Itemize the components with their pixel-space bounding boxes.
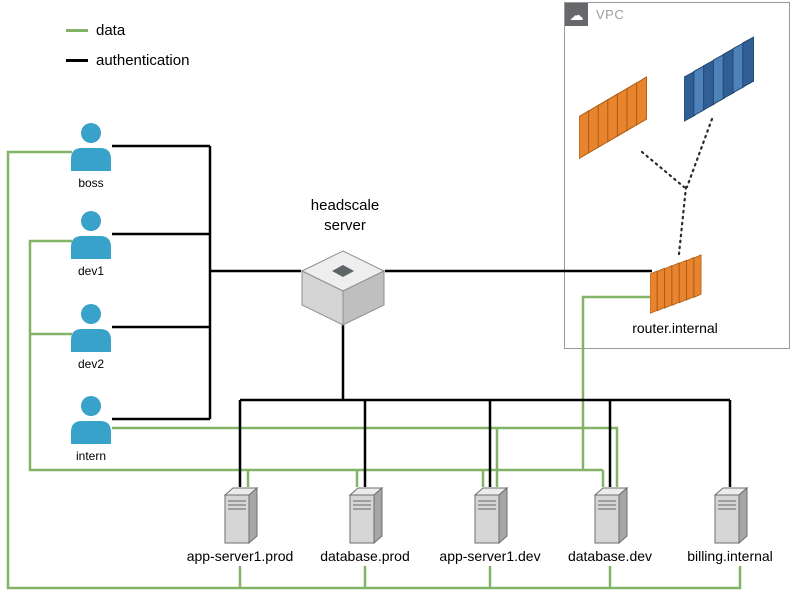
server-tower-icon xyxy=(223,486,259,545)
server-tower-icon xyxy=(593,486,629,545)
legend-data-label: data xyxy=(96,22,126,39)
node-headscale-server xyxy=(300,250,386,326)
router-stack-icon xyxy=(649,254,702,315)
node-vpc-resource-orange xyxy=(578,73,648,161)
node-dev1 xyxy=(69,210,113,260)
node-vpc-resource-blue xyxy=(683,33,755,123)
vpc-header: ☁ VPC xyxy=(565,3,624,26)
server-tower-icon xyxy=(348,486,384,545)
auth-lines xyxy=(112,144,732,487)
headscale-label-line1: headscale xyxy=(310,197,380,214)
cloud-glyph: ☁ xyxy=(569,6,584,23)
server-label-billing-internal: billing.internal xyxy=(687,548,773,564)
cloud-icon: ☁ xyxy=(565,3,588,26)
vpc-dotted-lines xyxy=(640,117,714,256)
legend-item-data: data xyxy=(66,22,125,39)
user-label-boss: boss xyxy=(78,176,104,190)
legend-authentication-label: authentication xyxy=(96,52,190,69)
router-label: router.internal xyxy=(632,320,718,336)
headscale-label-line2: server xyxy=(324,217,366,234)
data-line-swatch xyxy=(66,29,88,32)
headscale-label: headscale server xyxy=(285,196,405,236)
node-dev2 xyxy=(69,303,113,353)
server-tower-icon xyxy=(713,486,749,545)
user-icon xyxy=(71,123,111,171)
node-billing-internal xyxy=(711,486,749,545)
cube-icon xyxy=(300,250,386,326)
server-label-database-dev: database.dev xyxy=(567,548,653,564)
server-label-app-server1-prod: app-server1.prod xyxy=(186,548,294,564)
server-tower-icon xyxy=(473,486,509,545)
authentication-line-swatch xyxy=(66,59,88,62)
user-icon xyxy=(71,211,111,259)
node-app-server1-prod xyxy=(221,486,259,545)
node-intern xyxy=(69,395,113,445)
vpc-label: VPC xyxy=(596,7,625,22)
resource-stack-blue-icon xyxy=(683,36,755,123)
node-app-server1-dev xyxy=(471,486,509,545)
node-database-prod xyxy=(346,486,384,545)
user-icon xyxy=(71,396,111,444)
resource-stack-orange-icon xyxy=(578,76,648,160)
node-database-dev xyxy=(591,486,629,545)
data-lines xyxy=(6,150,742,590)
user-label-intern: intern xyxy=(75,449,107,463)
server-label-database-prod: database.prod xyxy=(320,548,410,564)
server-label-app-server1-dev: app-server1.dev xyxy=(439,548,541,564)
node-router-internal xyxy=(649,253,702,315)
user-label-dev2: dev2 xyxy=(77,357,105,371)
user-icon xyxy=(71,304,111,352)
node-boss xyxy=(69,122,113,172)
user-label-dev1: dev1 xyxy=(77,264,105,278)
legend-item-authentication: authentication xyxy=(66,52,189,69)
